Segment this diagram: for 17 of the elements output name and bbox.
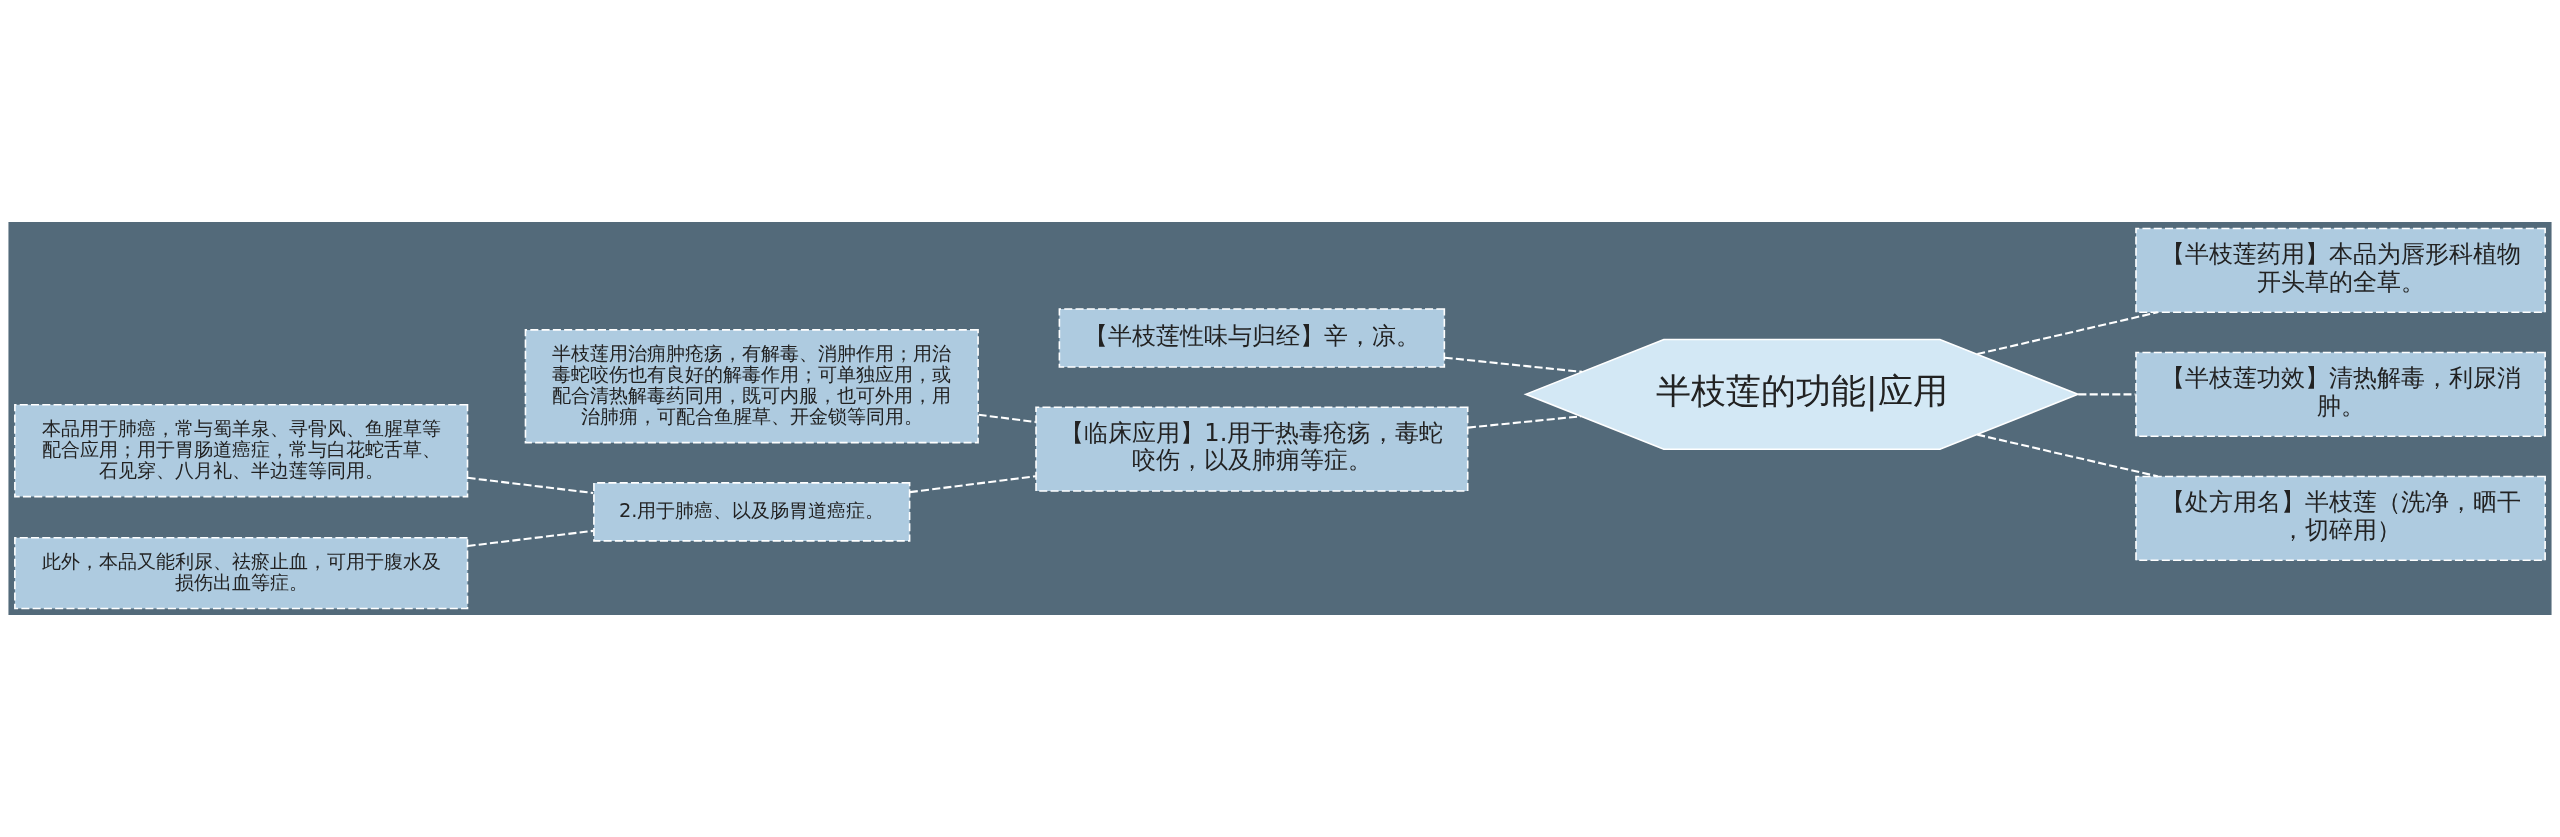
node-box: 此外，本品又能利尿、祛瘀止血，可用于腹水及损伤出血等症。 (14, 536, 469, 610)
node-box: 【处方用名】半枝莲（洗净，晒干，切碎用） (2135, 475, 2546, 562)
connector (909, 475, 1036, 494)
connector (1444, 356, 1583, 373)
connector (1977, 311, 2158, 356)
node-box: 半枝莲用治痈肿疮疡，有解毒、消肿作用；用治毒蛇咬伤也有良好的解毒作用；可单独应用，或配合清热解毒药同用，既可内服，也可外用，用治肺痈，可配合鱼腥草、开金锁等同用。 (524, 329, 979, 444)
connector (467, 476, 594, 495)
node-box: 2.用于肺癌、以及肠胃道癌症。 (593, 482, 911, 542)
connector (1467, 415, 1582, 429)
node-box: 【临床应用】1.用于热毒疮疡，毒蛇咬伤，以及肺痈等症。 (1035, 406, 1469, 492)
connector (978, 413, 1036, 423)
node-box: 【半枝莲性味与归经】辛，凉。 (1058, 308, 1446, 368)
node-box: 本品用于肺癌，常与蜀羊泉、寻骨风、鱼腥草等配合应用；用于胃肠道癌症，常与白花蛇舌草、石见穿、八月礼、半边莲等同用。 (14, 404, 469, 498)
connector (467, 529, 594, 548)
node-box: 【半枝莲功效】清热解毒，利尿消肿。 (2135, 351, 2546, 438)
connector (1977, 433, 2158, 478)
node-box: 【半枝莲药用】本品为唇形科植物开头草的全草。 (2135, 227, 2546, 313)
